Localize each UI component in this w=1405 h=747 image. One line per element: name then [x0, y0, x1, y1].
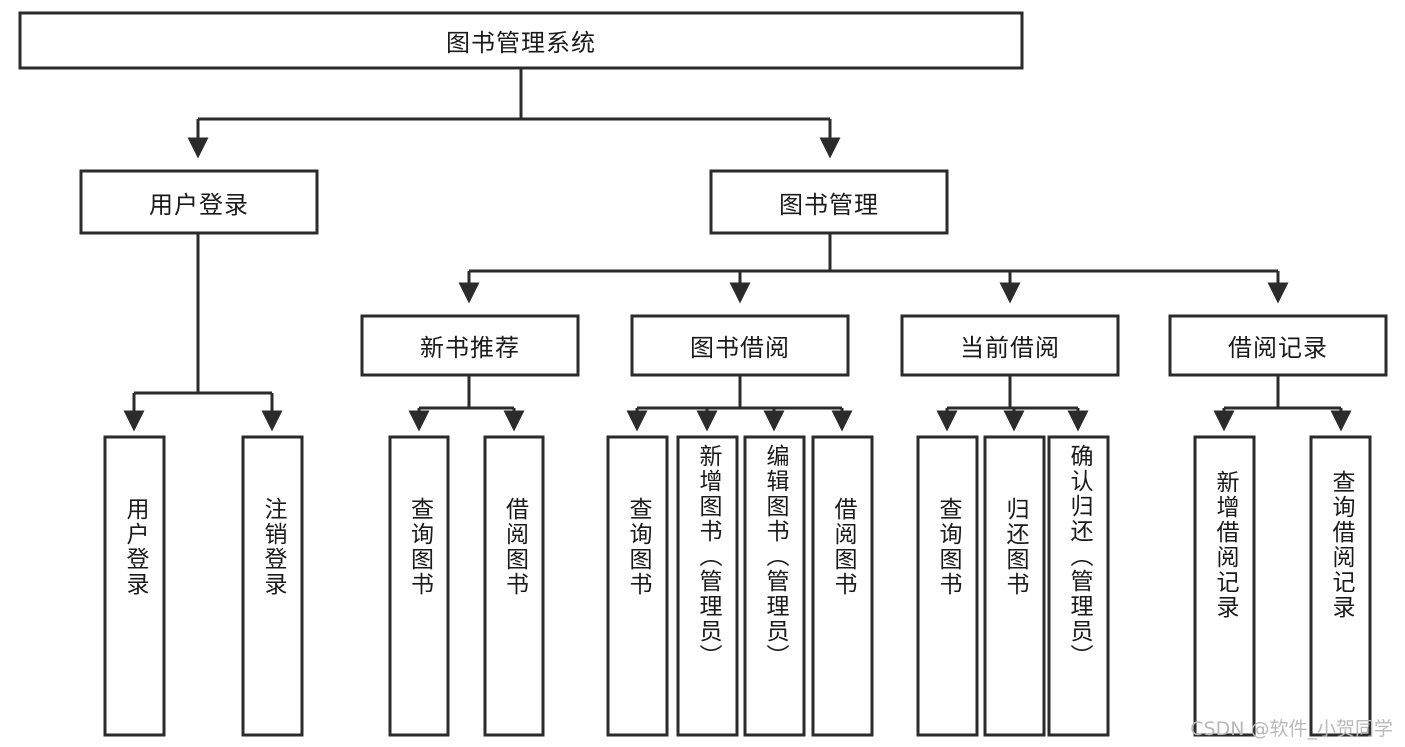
node-leaf-query-book-1[interactable]: [388, 435, 450, 737]
node-borrow-record[interactable]: [1168, 314, 1388, 377]
node-user-login[interactable]: [79, 169, 319, 235]
node-leaf-edit-book[interactable]: [743, 435, 806, 737]
node-leaf-user-login[interactable]: [103, 435, 166, 737]
node-book-borrow[interactable]: [630, 314, 850, 377]
node-leaf-borrow-book-2[interactable]: [811, 435, 874, 737]
node-leaf-query-record[interactable]: [1309, 435, 1372, 737]
node-leaf-query-book-3[interactable]: [916, 435, 979, 737]
node-leaf-add-book[interactable]: [676, 435, 739, 737]
node-current-borrow[interactable]: [900, 314, 1120, 377]
node-leaf-query-book-2[interactable]: [606, 435, 669, 737]
node-leaf-confirm-return[interactable]: [1047, 435, 1110, 737]
node-leaf-add-record[interactable]: [1193, 435, 1256, 737]
node-leaf-borrow-book-1[interactable]: [483, 435, 545, 737]
node-leaf-logout[interactable]: [241, 435, 304, 737]
node-root[interactable]: [18, 11, 1024, 70]
node-leaf-return-book[interactable]: [983, 435, 1046, 737]
node-book-manage[interactable]: [709, 169, 949, 235]
node-new-book-rec[interactable]: [360, 314, 580, 377]
